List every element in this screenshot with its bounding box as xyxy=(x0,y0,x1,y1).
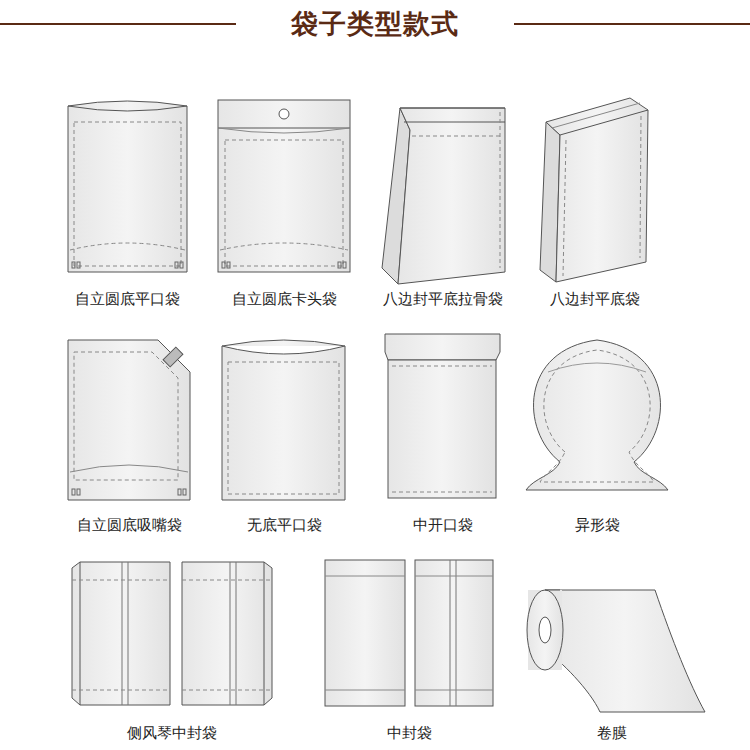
bag-type-caption: 侧风琴中封袋 xyxy=(72,724,272,743)
stand-up-hang-hole-bag xyxy=(218,100,350,272)
back-seal-bag xyxy=(325,560,493,706)
shaped-bag xyxy=(526,340,668,490)
roll-film xyxy=(527,590,705,712)
bag-type-caption: 八边封平底袋 xyxy=(495,290,695,309)
bag-type-caption: 无底平口袋 xyxy=(184,516,384,535)
bag-type-caption: 自立圆底卡头袋 xyxy=(184,290,384,309)
bag-type-caption: 卷膜 xyxy=(512,724,712,743)
title-rule xyxy=(514,23,750,25)
no-bottom-flat-bag xyxy=(222,340,345,500)
stand-up-flat-bag xyxy=(68,101,187,272)
spout-bag xyxy=(68,340,190,500)
side-gusset-back-seal-bag xyxy=(72,562,272,705)
page-title: 袋子类型款式 xyxy=(291,6,459,42)
bag-type-caption: 中封袋 xyxy=(309,724,509,743)
flat-bottom-bag xyxy=(540,98,648,282)
flat-bottom-zipper-bag xyxy=(382,108,505,284)
title-rule xyxy=(0,23,236,25)
bag-type-caption: 异形袋 xyxy=(497,516,697,535)
bag-type-caption: 自立圆底吸嘴袋 xyxy=(29,516,229,535)
bag-type-caption: 八边封平底拉骨袋 xyxy=(343,290,543,309)
bag-type-caption: 中开口袋 xyxy=(343,516,543,535)
middle-opening-bag xyxy=(385,334,500,498)
bag-type-caption: 自立圆底平口袋 xyxy=(27,290,227,309)
